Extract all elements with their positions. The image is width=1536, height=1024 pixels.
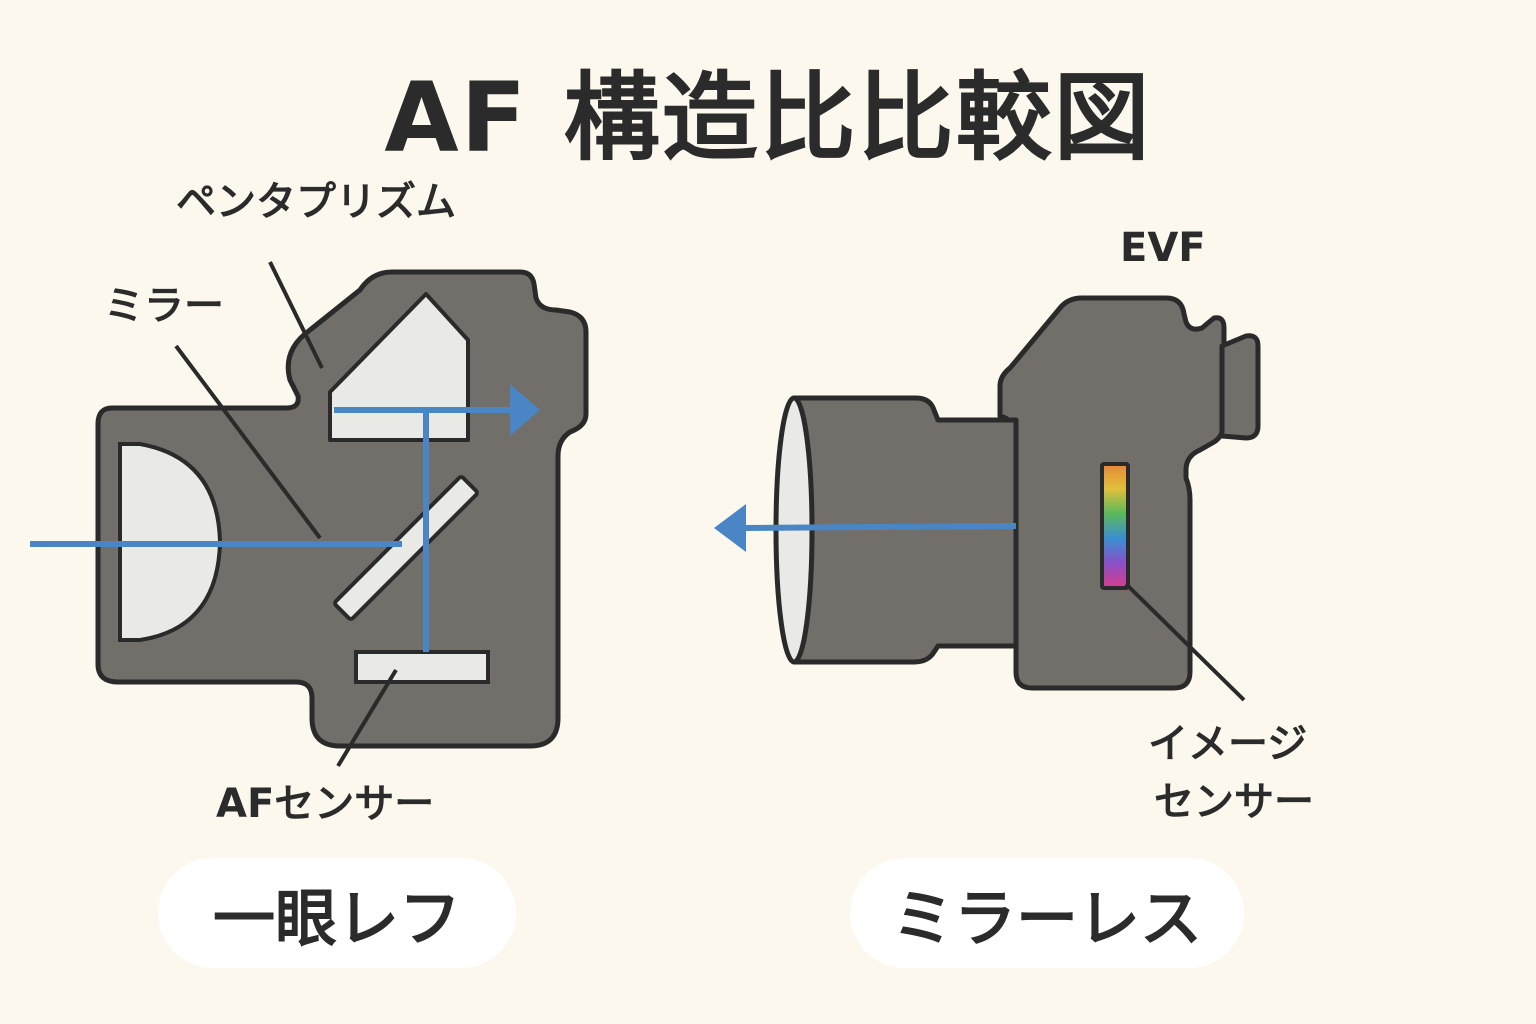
dslr-camera — [30, 261, 589, 768]
mirrorless-name-badge: ミラーレス — [850, 858, 1244, 968]
image-sensor-shape — [1100, 462, 1130, 590]
image-sensor-leader — [1124, 582, 1246, 702]
mirrorless-name: ミラーレス — [891, 882, 1202, 955]
mirror-leader — [174, 344, 322, 540]
evf-eyepiece — [1219, 333, 1261, 441]
pentaprism-label: ペンタプリズム — [176, 179, 456, 225]
mirror-shape — [333, 475, 479, 621]
mirror-label: ミラー — [104, 283, 224, 329]
pentaprism-shape — [328, 292, 470, 442]
pentaprism-leader — [268, 261, 324, 369]
mirrorless-light-path — [743, 523, 1017, 531]
image-sensor-label-line1: イメージ — [1148, 721, 1308, 767]
mirrorless-camera — [714, 295, 1261, 702]
mirrorless-lens-barrel — [791, 395, 1019, 665]
image-sensor-label-line2: センサー — [1154, 779, 1314, 825]
af-sensor-shape — [354, 650, 490, 684]
evf-label: EVF — [1120, 225, 1206, 271]
mirrorless-arrow-head — [714, 504, 746, 552]
dslr-name-badge: 一眼レフ — [158, 858, 516, 968]
af-sensor-leader — [336, 668, 398, 768]
dslr-name: 一眼レフ — [212, 882, 461, 955]
af-sensor-label: AFセンサー — [216, 781, 435, 827]
dslr-arrow-head — [510, 384, 540, 436]
page-title: AF 構造比比較図 — [384, 62, 1152, 174]
